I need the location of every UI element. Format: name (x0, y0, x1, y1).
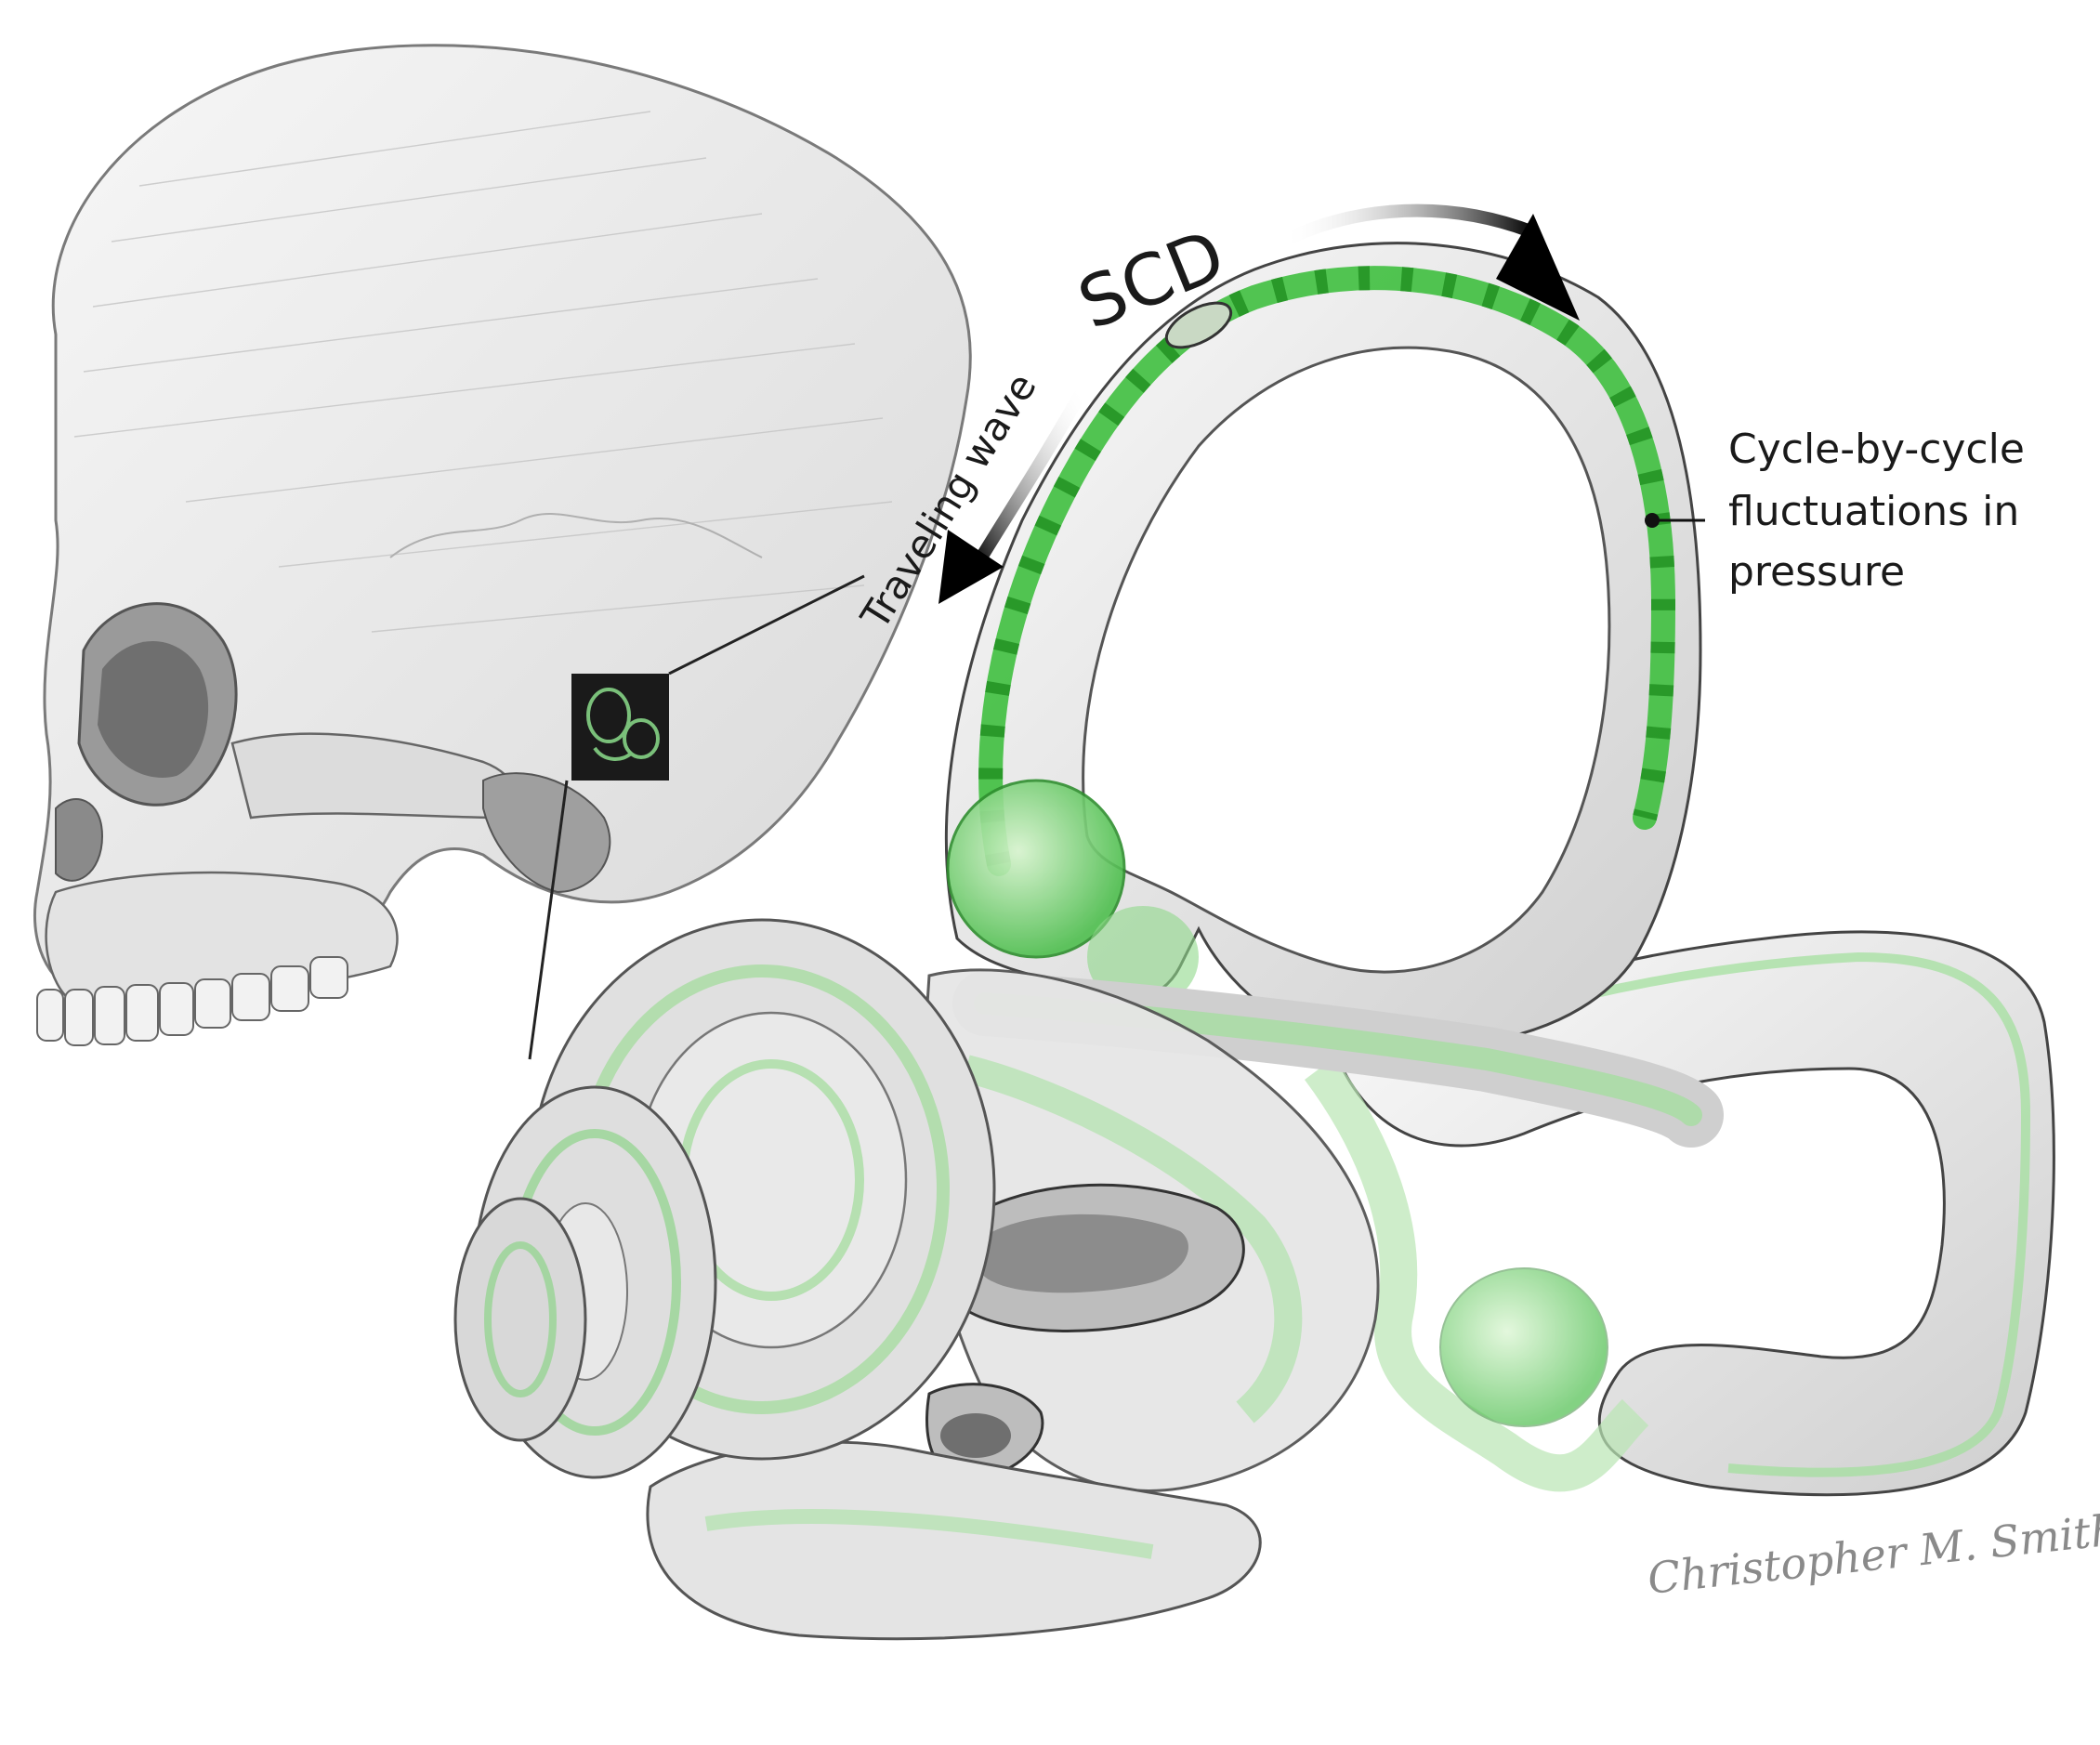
inner-ear (453, 242, 2055, 1641)
artist-signature: Christopher M. Smith (1646, 1504, 2100, 1604)
skull (33, 44, 972, 1060)
arrow-left-head (938, 530, 1004, 604)
wave-arrows (938, 203, 1580, 604)
dehiscence-oval (1164, 301, 1233, 349)
ampulla (946, 779, 1126, 959)
arrow-right-head (1496, 214, 1580, 321)
cycle-label-line1: Cycle-by-cycle (1728, 426, 2025, 473)
cycle-label-line2: fluctuations in (1728, 488, 2019, 535)
cycle-label-line3: pressure (1728, 548, 1905, 596)
